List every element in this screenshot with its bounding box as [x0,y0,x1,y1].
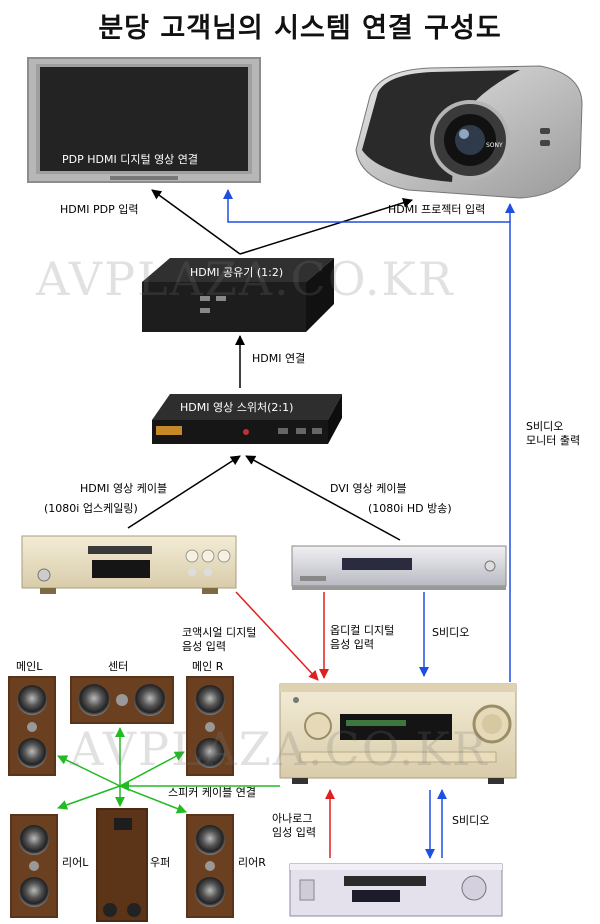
vcr-deck [289,863,503,917]
speaker-cable-to-rear-left [57,785,121,810]
page-title: 분당 고객님의 시스템 연결 구성도 [98,13,502,44]
hdmi-splitter-box [142,258,334,332]
speaker-cable-to-main-right [119,751,185,787]
svideo-bottom-label: S비디오 [452,814,490,827]
watermark-top: AVPLAZA.CO.KR [36,252,455,306]
hdmi-link-label: HDMI 연결 [252,352,306,365]
speaker-rear-right [186,814,234,918]
upscaling-note: (1080i 업스케일링) [44,502,138,515]
switcher-label: HDMI 영상 스위처(2:1) [180,401,294,414]
speaker-cable-to-rear-right [119,785,187,814]
hd-broadcast-note: (1080i HD 방송) [368,502,452,515]
hdmi-video-cable-label: HDMI 영상 케이블 [80,482,168,495]
arrow-splitter-to-pdp [151,189,241,255]
speaker-cable-label: 스피커 케이블 연결 [168,786,256,799]
speaker-woofer-label: 우퍼 [150,856,171,869]
svideo-monitor-line [223,189,511,682]
projector [355,65,583,199]
optical-audio-label: 옵디컬 디지털 음성 입력 [330,624,395,651]
dvi-video-cable-label: DVI 영상 케이블 [330,482,407,495]
speaker-main-right-label: 메인 R [192,660,224,673]
speaker-rear-left-label: 리어L [62,856,89,869]
speaker-main-left [8,676,56,776]
speaker-center-label: 센터 [108,660,129,673]
av-receiver [279,683,517,784]
hdmi-switcher-box [152,394,342,444]
pdp-tv [27,57,261,183]
arrow-splitter-to-projector [239,197,413,255]
speaker-main-left-label: 메인L [16,660,43,673]
arrow-dvd-to-switcher [127,455,241,529]
hdmi-projector-input-label: HDMI 프로젝터 입력 [388,203,486,216]
speaker-rear-left [10,814,58,918]
dvd-player [21,535,237,594]
splitter-label: HDMI 공유기 (1:2) [190,266,284,279]
speaker-cable-to-main-left [57,755,121,787]
watermark-bottom: AVPLAZA.CO.KR [70,722,489,776]
speaker-rear-right-label: 리어R [238,856,266,869]
hd-settop-box [291,545,507,590]
svideo-monitor-out-label: S비디오 모니터 출력 [526,420,581,447]
coaxial-audio-line [235,591,319,681]
speaker-main-right [186,676,234,776]
analog-audio-label: 아나로그 임성 입력 [272,812,316,839]
arrow-settop-to-switcher [245,455,401,541]
coaxial-audio-label: 코액시얼 디지털 음성 입력 [182,626,257,653]
speaker-woofer [96,808,148,922]
hdmi-pdp-input-label: HDMI PDP 입력 [60,203,139,216]
svideo-top-label: S비디오 [432,626,470,639]
projector-brand: SONY [486,142,503,149]
pdp-label: PDP HDMI 디지털 영상 연결 [62,153,199,166]
speaker-center [70,676,174,724]
